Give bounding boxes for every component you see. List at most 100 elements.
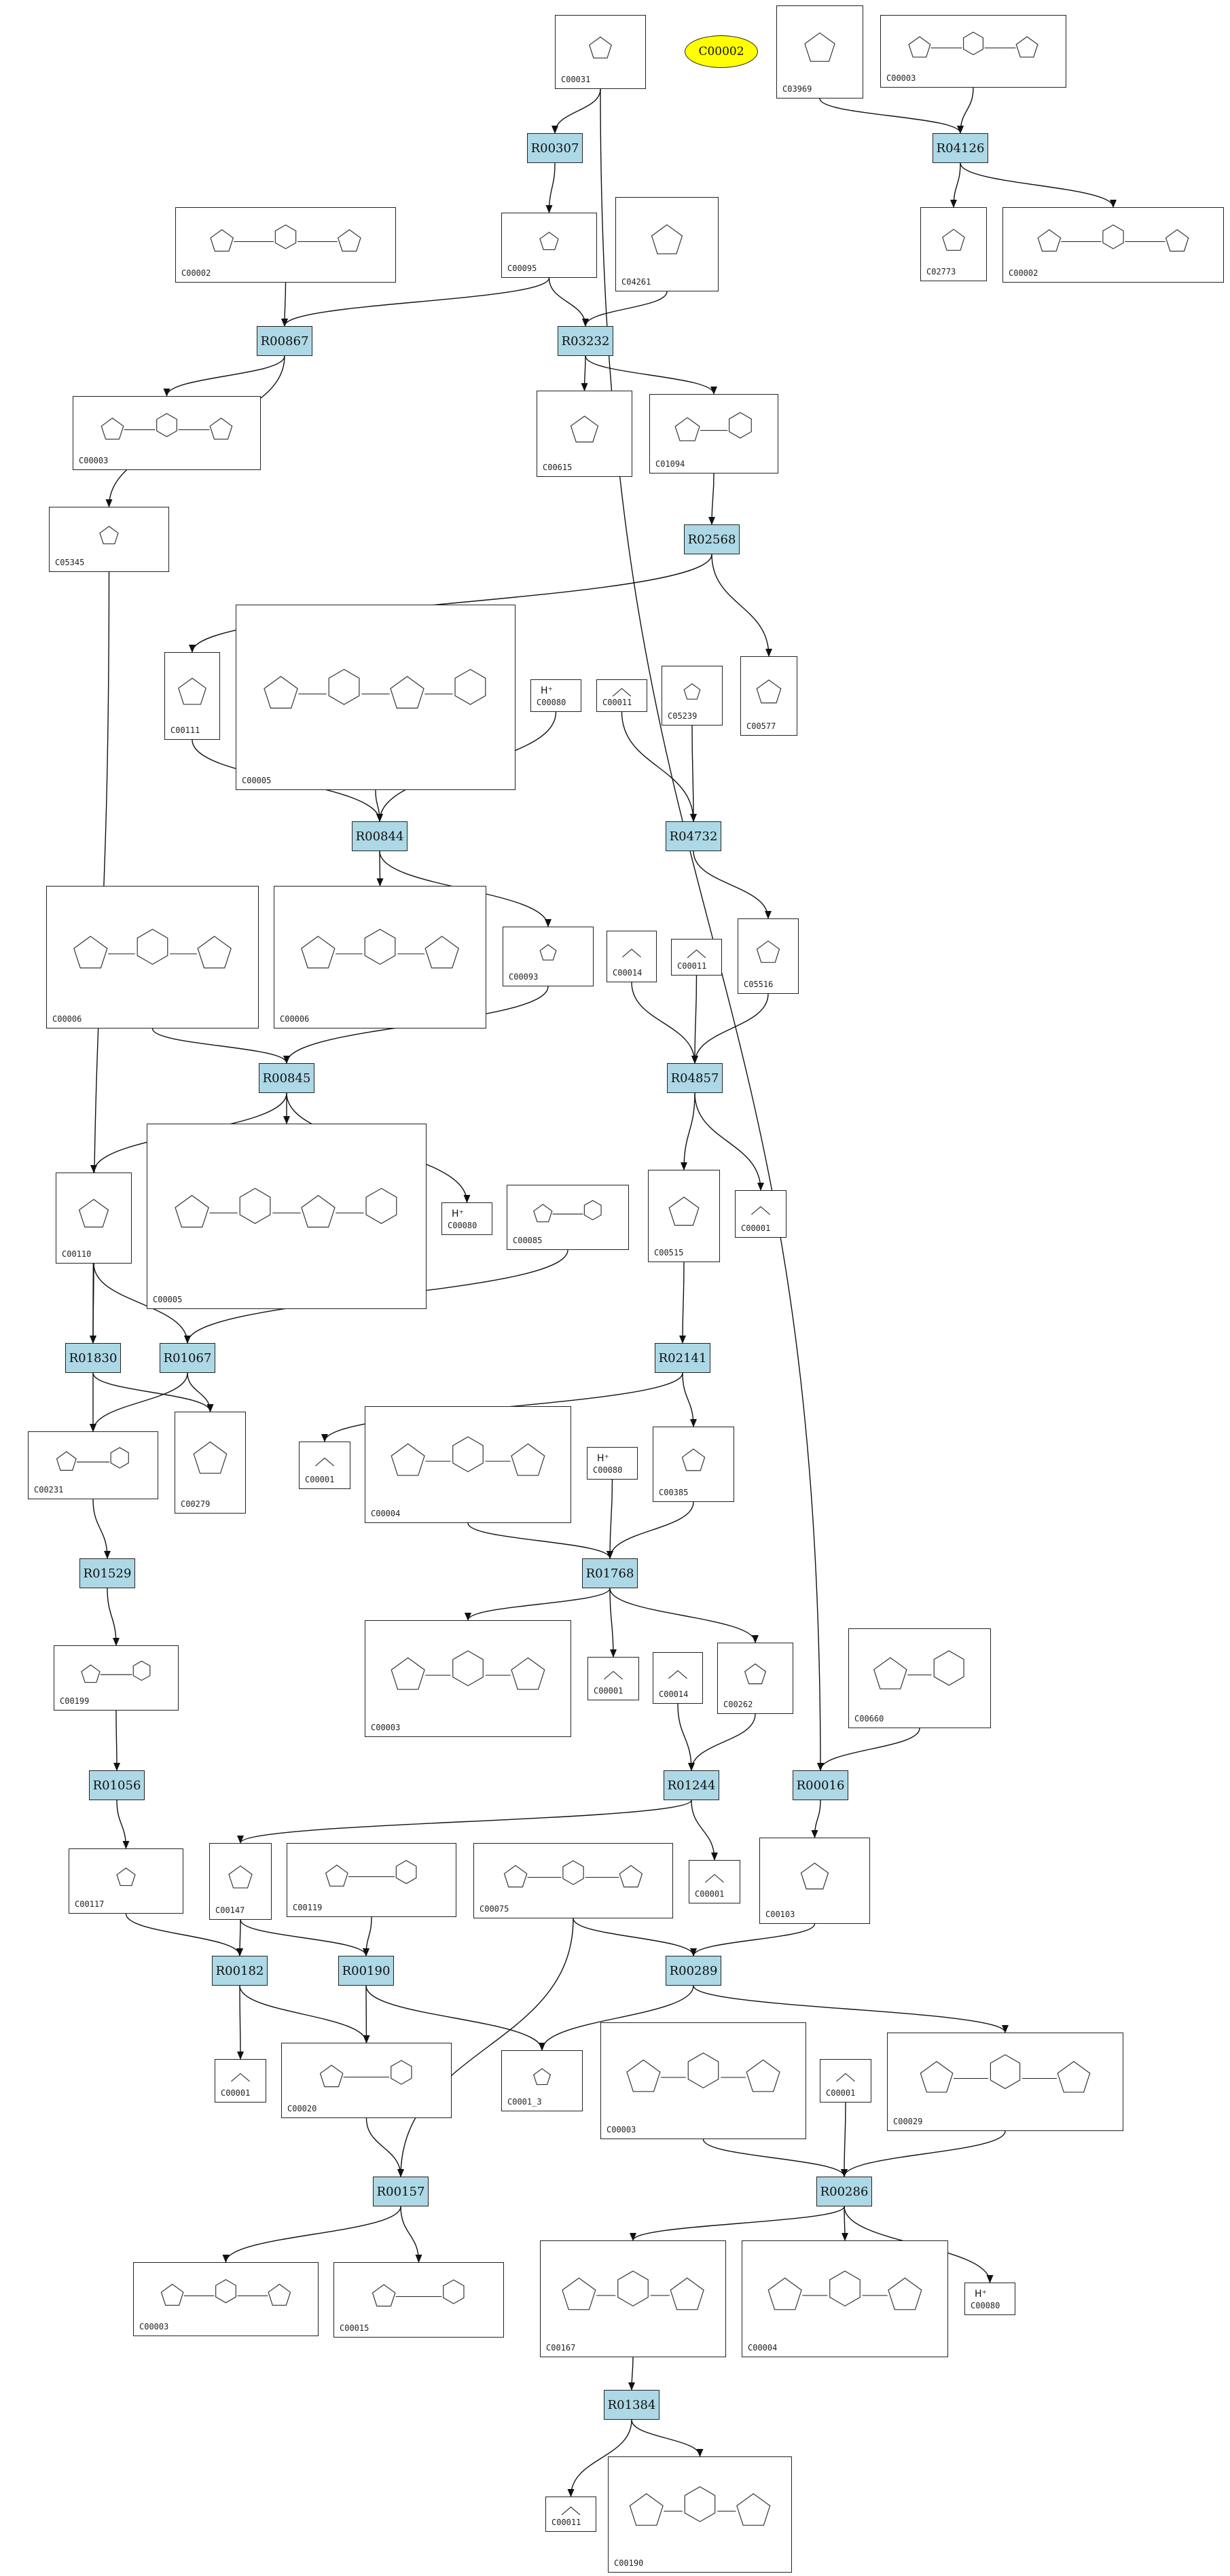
seed-compound[interactable]: C00002 <box>685 35 758 68</box>
reaction-edge <box>581 355 588 391</box>
compound-C00003-e[interactable]: C00003 <box>133 2262 319 2336</box>
compound-C00003[interactable]: C00003 <box>880 15 1066 88</box>
compound-C00111[interactable]: C00111 <box>164 652 220 740</box>
compound-C01094[interactable]: C01094 <box>649 394 778 473</box>
compound-C00011-c[interactable]: C00011 <box>545 2497 596 2532</box>
reaction-edge <box>609 1588 759 1643</box>
molecule-structure-icon <box>612 687 632 697</box>
compound-C00014[interactable]: C00014 <box>607 931 657 982</box>
compound-C00231[interactable]: C00231 <box>28 1431 158 1499</box>
reaction-edge <box>281 282 289 327</box>
reaction-R00844[interactable]: R00844 <box>352 821 408 851</box>
reaction-R04126[interactable]: R04126 <box>933 133 988 163</box>
compound-C00029[interactable]: C00029 <box>887 2033 1123 2131</box>
compound-C00014-b[interactable]: C00014 <box>653 1652 703 1704</box>
compound-C00279[interactable]: C00279 <box>175 1412 246 1514</box>
reaction-R00286[interactable]: R00286 <box>816 2177 872 2206</box>
compound-C00103[interactable]: C00103 <box>759 1838 870 1924</box>
compound-C00001-b[interactable]: C00001 <box>299 1442 350 1489</box>
compound-C00093[interactable]: C00093 <box>503 927 594 986</box>
compound-C00080-d[interactable]: H⁺C00080 <box>964 2283 1015 2315</box>
reaction-R00016[interactable]: R00016 <box>793 1770 848 1800</box>
compound-C00031[interactable]: C00031 <box>555 15 646 89</box>
reaction-R01056[interactable]: R01056 <box>89 1770 145 1800</box>
compound-C00117[interactable]: C00117 <box>69 1848 183 1914</box>
reaction-R01768[interactable]: R01768 <box>582 1558 638 1588</box>
compound-C00006[interactable]: C00006 <box>46 886 259 1028</box>
compound-C00080-c[interactable]: H⁺C00080 <box>587 1447 638 1480</box>
compound-C00002[interactable]: C00002 <box>175 207 396 283</box>
compound-C05516[interactable]: C05516 <box>738 918 799 994</box>
compound-C00110[interactable]: C00110 <box>56 1173 132 1264</box>
compound-C00515[interactable]: C00515 <box>648 1170 720 1262</box>
reaction-edge <box>187 1372 214 1412</box>
reaction-R00845[interactable]: R00845 <box>259 1063 314 1093</box>
reaction-R01244[interactable]: R01244 <box>664 1770 719 1800</box>
compound-C00003-c[interactable]: C00003 <box>365 1620 571 1737</box>
compound-C00020[interactable]: C00020 <box>281 2043 452 2118</box>
compound-C00001-c[interactable]: C00001 <box>587 1657 639 1700</box>
compound-C00095[interactable]: C00095 <box>501 213 597 278</box>
reaction-edge <box>567 2419 632 2497</box>
compound-C00615[interactable]: C00615 <box>537 391 632 477</box>
compound-C05345[interactable]: C05345 <box>49 507 169 572</box>
reaction-edge <box>702 2139 848 2177</box>
reaction-R01384[interactable]: R01384 <box>604 2390 659 2420</box>
compound-C00119[interactable]: C00119 <box>287 1843 456 1917</box>
compound-C00075[interactable]: C00075 <box>473 1843 673 1918</box>
reaction-R00307[interactable]: R00307 <box>527 133 583 163</box>
compound-C00001-d[interactable]: C00001 <box>689 1860 740 1903</box>
reaction-R00182[interactable]: R00182 <box>212 1956 268 1986</box>
compound-C00015[interactable]: C00015 <box>333 2262 504 2338</box>
compound-C05239[interactable]: C05239 <box>662 666 723 726</box>
compound-C00080-b[interactable]: H⁺C00080 <box>441 1202 492 1235</box>
reaction-R03232[interactable]: R03232 <box>558 326 613 356</box>
compound-C00003-d[interactable]: C00003 <box>600 2022 806 2139</box>
reaction-edge <box>811 1800 821 1838</box>
compound-C00080[interactable]: H⁺C00080 <box>530 679 581 712</box>
compound-C00001-e[interactable]: C00001 <box>215 2059 266 2103</box>
compound-C00003-b[interactable]: C00003 <box>73 396 261 470</box>
compound-C00011[interactable]: C00011 <box>596 679 647 712</box>
compound-C00005-b[interactable]: C00005 <box>147 1124 427 1309</box>
compound-C00001-f[interactable]: C00001 <box>820 2059 871 2103</box>
molecule-structure-icon <box>78 1198 109 1228</box>
compound-C02773[interactable]: C02773 <box>920 207 987 281</box>
compound-C00002-b[interactable]: C00002 <box>1002 207 1224 283</box>
reaction-edge <box>467 1522 613 1559</box>
compound-C00167[interactable]: C00167 <box>540 2240 726 2357</box>
compound-C04261[interactable]: C04261 <box>615 197 719 291</box>
reaction-R00157[interactable]: R00157 <box>373 2177 429 2206</box>
reaction-R04857[interactable]: R04857 <box>667 1063 723 1093</box>
compound-C0001_3[interactable]: C0001_3 <box>501 2050 583 2111</box>
compound-C00262[interactable]: C00262 <box>717 1643 793 1714</box>
reaction-R04732[interactable]: R04732 <box>666 821 721 851</box>
compound-C00190[interactable]: C00190 <box>608 2456 792 2573</box>
reaction-R00289[interactable]: R00289 <box>666 1956 721 1986</box>
compound-C00385[interactable]: C00385 <box>653 1427 734 1502</box>
reaction-R00867[interactable]: R00867 <box>257 326 312 356</box>
molecule-structure-icon <box>804 32 835 62</box>
compound-C00660[interactable]: C00660 <box>848 1628 991 1728</box>
compound-C00006-b[interactable]: C00006 <box>274 886 486 1028</box>
reaction-R01529[interactable]: R01529 <box>79 1558 135 1588</box>
reaction-R02141[interactable]: R02141 <box>655 1343 710 1373</box>
reaction-edge <box>689 725 697 822</box>
compound-C00004-b[interactable]: C00004 <box>742 2240 948 2357</box>
compound-C00147[interactable]: C00147 <box>209 1843 272 1920</box>
reaction-edge <box>240 1919 369 1956</box>
compound-C00011-b[interactable]: C00011 <box>671 939 722 976</box>
compound-C00004[interactable]: C00004 <box>365 1406 571 1523</box>
reaction-R01067[interactable]: R01067 <box>160 1343 215 1373</box>
reaction-edge <box>363 1985 370 2043</box>
compound-C00085[interactable]: C00085 <box>507 1185 629 1250</box>
compound-C00005[interactable]: C00005 <box>236 605 515 790</box>
reaction-R02568[interactable]: R02568 <box>684 524 740 554</box>
reaction-edge <box>163 355 285 397</box>
reaction-R00190[interactable]: R00190 <box>338 1956 394 1986</box>
reaction-R01830[interactable]: R01830 <box>65 1343 121 1373</box>
compound-C00199[interactable]: C00199 <box>54 1645 179 1711</box>
compound-C00577[interactable]: C00577 <box>740 656 797 736</box>
compound-C00001[interactable]: C00001 <box>735 1190 786 1238</box>
compound-C03969[interactable]: C03969 <box>776 5 863 99</box>
